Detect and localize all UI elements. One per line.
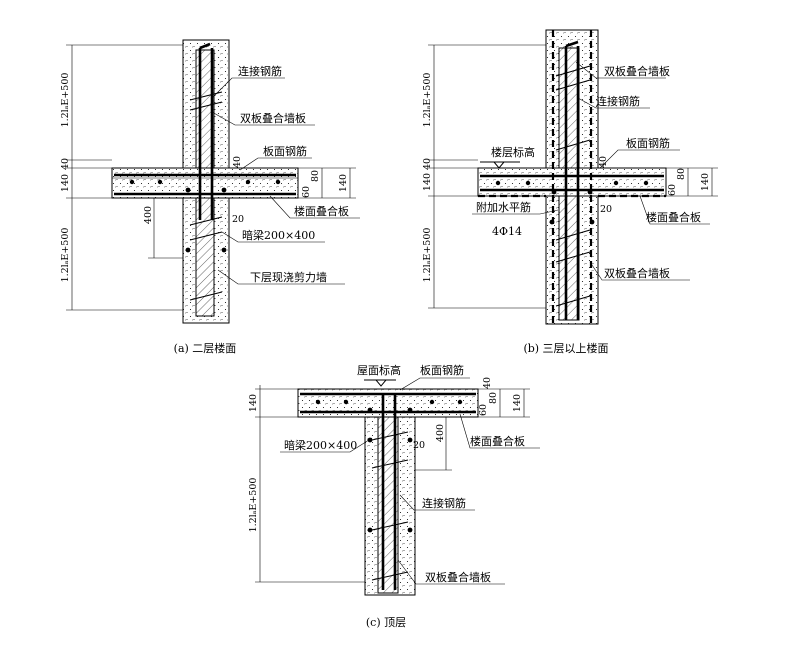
a-dim-upper: 1.2lₐE+500 [60, 73, 71, 128]
c-dim-40: 40 [482, 377, 493, 389]
b-dim-40b: 40 [598, 156, 609, 168]
c-level-symbol [364, 379, 396, 387]
b-dim-60: 60 [667, 184, 678, 196]
c-label-roof-level: 屋面标高 [357, 363, 401, 377]
c-dim-400: 400 [435, 424, 446, 442]
a-dim-40b: 40 [232, 156, 243, 168]
c-dim-lower: 1.2lₐE+500 [248, 478, 259, 533]
a-wall-core-lower [195, 197, 215, 317]
a-dim-20: 20 [232, 214, 244, 225]
c-label-connect-rebar: 连接钢筋 [422, 496, 466, 510]
b-label-floor-level: 楼层标高 [491, 145, 535, 159]
c-label-double-wall: 双板叠合墙板 [425, 570, 491, 584]
c-dim-60: 60 [478, 404, 489, 416]
b-dim-140r: 140 [700, 173, 711, 191]
a-dim-400: 400 [143, 206, 154, 224]
a-dim-140: 140 [60, 174, 71, 192]
b-label-connect-rebar: 连接钢筋 [596, 94, 640, 108]
a-label-top-rebar: 板面钢筋 [263, 144, 307, 158]
c-caption: (c) 顶层 [366, 616, 406, 629]
panel-c: 140 1.2lₐE+500 40 60 80 140 400 20 屋面标高 … [248, 363, 540, 629]
a-label-lower-wall: 下层现浇剪力墙 [250, 270, 327, 284]
c-dim-140r: 140 [512, 394, 523, 412]
b-dim-20: 20 [600, 204, 612, 215]
a-label-double-wall: 双板叠合墙板 [240, 111, 306, 125]
c-label-top-rebar: 板面钢筋 [420, 363, 464, 377]
c-label-floor-slab: 楼面叠合板 [470, 434, 525, 448]
a-label-hidden-beam: 暗梁200×400 [242, 228, 315, 242]
panel-b: 1.2lₐE+500 40 140 1.2lₐE+500 40 60 80 14… [422, 29, 718, 355]
c-dim-80: 80 [488, 392, 499, 404]
a-caption: (a) 二层楼面 [174, 341, 237, 355]
b-dim-lower: 1.2lₐE+500 [422, 228, 433, 283]
a-dim-60: 60 [301, 186, 312, 198]
c-dim-20: 20 [413, 440, 425, 451]
a-dim-40: 40 [60, 158, 71, 170]
a-dim-140r: 140 [338, 174, 349, 192]
a-dim-80: 80 [310, 170, 321, 182]
c-dim-140: 140 [248, 394, 259, 412]
b-label-top-rebar: 板面钢筋 [626, 136, 670, 150]
a-label-floor-slab: 楼面叠合板 [294, 204, 349, 218]
a-label-connect-rebar: 连接钢筋 [238, 64, 282, 78]
panel-a: 1.2lₐE+500 40 140 1.2lₐE+500 400 20 40 6… [60, 39, 360, 355]
b-label-extra-bar-spec: 4Φ14 [492, 225, 522, 238]
b-label-double-wall-top: 双板叠合墙板 [604, 64, 670, 78]
a-dim-lower: 1.2lₐE+500 [60, 228, 71, 283]
c-label-hidden-beam: 暗梁200×400 [284, 438, 357, 452]
b-dim-40: 40 [422, 158, 433, 170]
b-level-symbol [480, 161, 520, 169]
b-dim-80: 80 [676, 168, 687, 180]
b-dim-140: 140 [422, 173, 433, 191]
b-dim-upper: 1.2lₐE+500 [422, 73, 433, 128]
b-slab [477, 167, 667, 197]
b-label-double-wall-bottom: 双板叠合墙板 [604, 266, 670, 280]
b-caption: (b) 三层以上楼面 [523, 341, 608, 355]
b-wall-core-upper [558, 47, 580, 169]
b-label-floor-slab: 楼面叠合板 [646, 210, 701, 224]
b-label-extra-bar: 附加水平筋 [476, 200, 531, 214]
